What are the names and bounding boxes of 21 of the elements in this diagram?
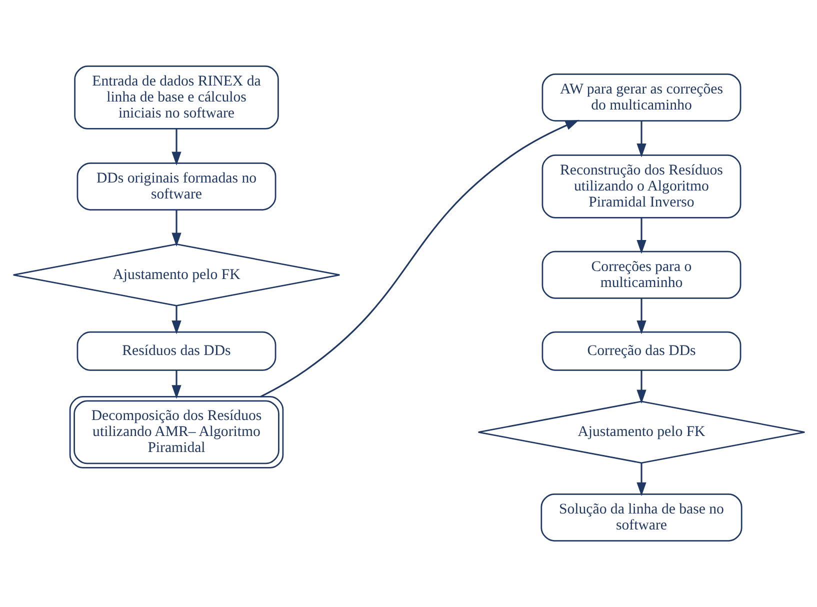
arrow — [636, 218, 646, 254]
arrow — [260, 120, 579, 398]
arrow — [636, 370, 646, 404]
arrow — [171, 306, 181, 334]
node-box: Decomposição dos Resíduos utilizando AMR– Algoritmo Piramidal — [68, 396, 284, 468]
node-box: Resíduos das DDs — [76, 331, 276, 371]
node-box: Correções para o multicaminho — [541, 250, 741, 299]
node-box: DDs originais formadas no software — [76, 162, 276, 210]
node-box: Entrada de dados RINEX da linha de base e cálculos iniciais no software — [74, 66, 278, 130]
node-box: Solução da linha de base no software — [540, 493, 742, 542]
arrow — [636, 463, 646, 496]
node-box: Reconstrução dos Resíduos utilizando o Algoritmo Piramidal Inverso — [541, 154, 741, 218]
node-diamond: Ajustamento pelo FK — [477, 400, 805, 464]
node-diamond: Ajustamento pelo FK — [12, 243, 340, 306]
node-box: AW para gerar as correções do multicaminho — [541, 74, 741, 122]
arrow — [171, 128, 181, 166]
node-box: Correção das DDs — [541, 331, 741, 371]
arrow — [171, 210, 181, 247]
arrow — [636, 120, 646, 158]
arrow — [171, 370, 181, 399]
arrow — [636, 298, 646, 334]
